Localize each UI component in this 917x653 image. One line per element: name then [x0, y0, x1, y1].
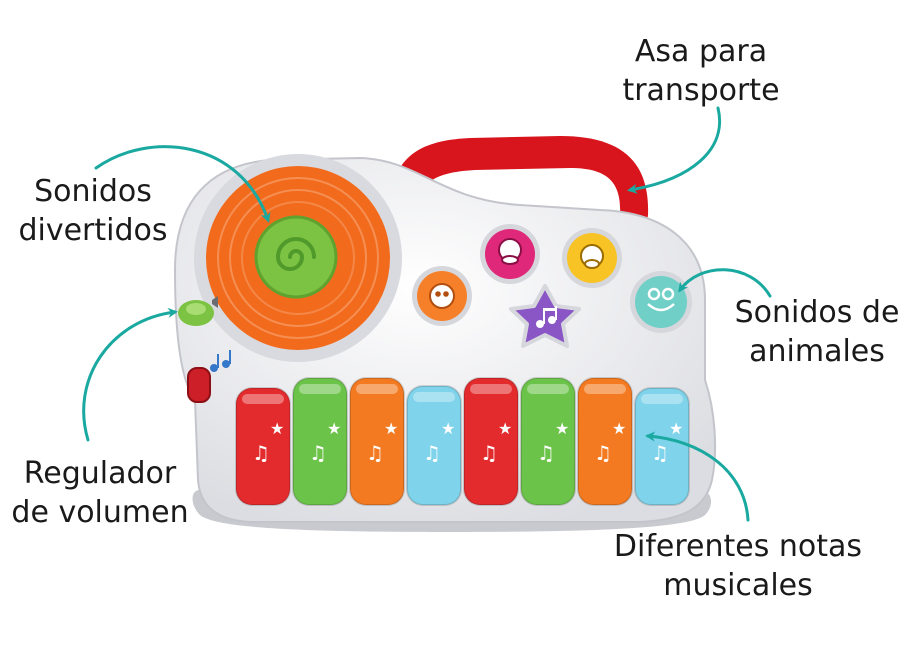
animal-button-duck[interactable] [480, 224, 540, 284]
star-button[interactable] [509, 284, 581, 348]
label-fun-sounds: Sonidos divertidos [8, 172, 178, 250]
music-note-icon: ♫ [366, 441, 384, 465]
arrow-volume [82, 307, 178, 442]
music-note-icon: ♫ [252, 441, 270, 465]
duck-icon [498, 238, 522, 265]
arrow-handle [627, 106, 721, 194]
music-note-icon [210, 350, 231, 372]
label-volume-line2: de volumen [11, 495, 189, 530]
volume-switch[interactable] [178, 300, 214, 326]
label-animal-sounds: Sonidos de animales [722, 293, 912, 371]
music-note-icon: ♫ [537, 441, 555, 465]
star-icon: ★ [441, 419, 455, 438]
piano-key[interactable]: ★♫ [406, 385, 462, 506]
music-note-icon: ♫ [651, 441, 669, 465]
star-icon: ★ [498, 419, 512, 438]
label-notes-line1: Diferentes notas [613, 529, 863, 564]
label-notes: Diferentes notas musicales [582, 527, 894, 605]
label-fun-sounds-line2: divertidos [18, 213, 168, 248]
arrow-animal-sounds [678, 268, 772, 298]
piano-key[interactable]: ★♫ [235, 387, 291, 506]
music-note-icon: ♫ [594, 441, 612, 465]
music-note-icon: ♫ [480, 441, 498, 465]
arrow-notes [645, 431, 750, 522]
piano-key[interactable]: ★♫ [634, 387, 690, 506]
music-note-icon: ♫ [423, 441, 441, 465]
piano-key[interactable]: ★♫ [349, 377, 405, 506]
label-notes-line2: musicales [663, 568, 813, 603]
star-icon: ★ [327, 419, 341, 438]
piano-key[interactable]: ★♫ [463, 377, 519, 506]
star-icon: ★ [384, 419, 398, 438]
piano-keys: ★♫★♫★♫★♫★♫★♫★♫★♫ [235, 377, 690, 506]
carry-handle [390, 136, 649, 265]
piano-key[interactable]: ★♫ [577, 377, 633, 506]
music-note-icon: ♫ [309, 441, 327, 465]
piano-key[interactable]: ★♫ [292, 377, 348, 506]
speaker-icon [212, 296, 218, 308]
animal-button-cow[interactable] [562, 228, 622, 288]
animal-button-frog[interactable] [630, 271, 692, 333]
piano-key[interactable]: ★♫ [520, 377, 576, 506]
cow-icon [580, 244, 604, 269]
label-animal-sounds-line1: Sonidos de [734, 295, 900, 330]
label-fun-sounds-line1: Sonidos [34, 174, 152, 209]
label-volume-line1: Regulador [23, 456, 177, 491]
label-handle-line2: transporte [622, 73, 780, 108]
sound-disc[interactable] [194, 154, 402, 362]
label-handle: Asa para transporte [596, 32, 806, 110]
arrow-fun-sounds [94, 145, 271, 223]
star-icon: ★ [270, 419, 284, 438]
music-note-icon [536, 306, 557, 328]
label-volume: Regulador de volumen [0, 454, 200, 532]
star-icon: ★ [612, 419, 626, 438]
disc-center-button[interactable] [254, 215, 338, 299]
sheep-icon [429, 283, 455, 309]
animal-button-sheep[interactable] [412, 266, 472, 326]
star-icon: ★ [669, 419, 683, 438]
star-icon: ★ [555, 419, 569, 438]
frog-icon [647, 287, 675, 312]
label-animal-sounds-line2: animales [749, 334, 885, 369]
power-switch[interactable] [187, 367, 211, 403]
swirl-icon [275, 237, 316, 271]
label-handle-line1: Asa para [634, 34, 768, 69]
